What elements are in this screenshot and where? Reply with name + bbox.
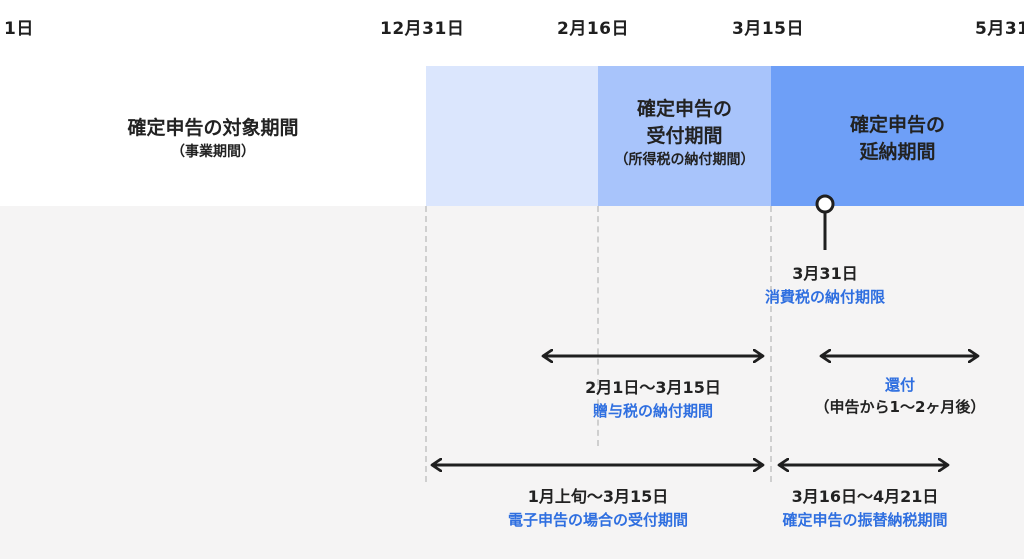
consumption-tax-label: 消費税の納付期限 (764, 288, 885, 306)
guide-line-feb16 (597, 206, 599, 446)
extension-period-title-line1: 確定申告の (849, 114, 945, 136)
consumption-tax-pin (815, 194, 835, 250)
timeline-header (0, 0, 1024, 66)
electronic-filing-label: 電子申告の場合の受付期間 (507, 511, 688, 529)
gift-tax-label: 贈与税の納付期間 (592, 402, 713, 420)
extension-period-band: 確定申告の 延納期間 (771, 66, 1024, 206)
gift-tax-range: 2月1日〜3月15日 (585, 378, 721, 397)
guide-line-mar15 (770, 206, 772, 482)
filing-period-band: 確定申告の 受付期間 （所得税の納付期間） (598, 66, 771, 206)
filing-period-title-line2: 受付期間 (646, 125, 723, 147)
pre-filing-band (426, 66, 598, 206)
consumption-tax-date: 3月31日 (792, 264, 858, 283)
transfer-tax-note: 3月16日〜4月21日 確定申告の振替納税期間 (755, 485, 975, 531)
refund-note: 還付 （申告から1〜2ヶ月後） (800, 374, 1000, 418)
electronic-filing-note: 1月上旬〜3月15日 電子申告の場合の受付期間 (468, 485, 728, 531)
date-label-mar15: 3月15日 (732, 19, 804, 39)
transfer-tax-label: 確定申告の振替納税期間 (782, 511, 948, 529)
date-label-feb16: 2月16日 (557, 19, 629, 39)
date-label-jan1: 1日 (4, 19, 34, 39)
target-period-band: 確定申告の対象期間 （事業期間） (0, 66, 426, 206)
refund-label: 還付 (884, 376, 915, 394)
date-label-dec31: 12月31日 (380, 19, 465, 39)
refund-sub: （申告から1〜2ヶ月後） (814, 398, 986, 416)
filing-period-subtitle: （所得税の納付期間） (614, 152, 755, 168)
target-period-title: 確定申告の対象期間 (127, 117, 299, 139)
consumption-tax-note: 3月31日 消費税の納付期限 (745, 262, 905, 308)
filing-period-title-line1: 確定申告の (636, 98, 732, 120)
date-label-may31: 5月31日 (975, 19, 1024, 39)
extension-period-title-line2: 延納期間 (859, 141, 936, 163)
target-period-subtitle: （事業期間） (171, 144, 255, 160)
gift-tax-note: 2月1日〜3月15日 贈与税の納付期間 (553, 376, 753, 422)
transfer-tax-range: 3月16日〜4月21日 (791, 487, 939, 506)
electronic-filing-range: 1月上旬〜3月15日 (527, 487, 669, 506)
guide-line-dec31 (425, 206, 427, 482)
